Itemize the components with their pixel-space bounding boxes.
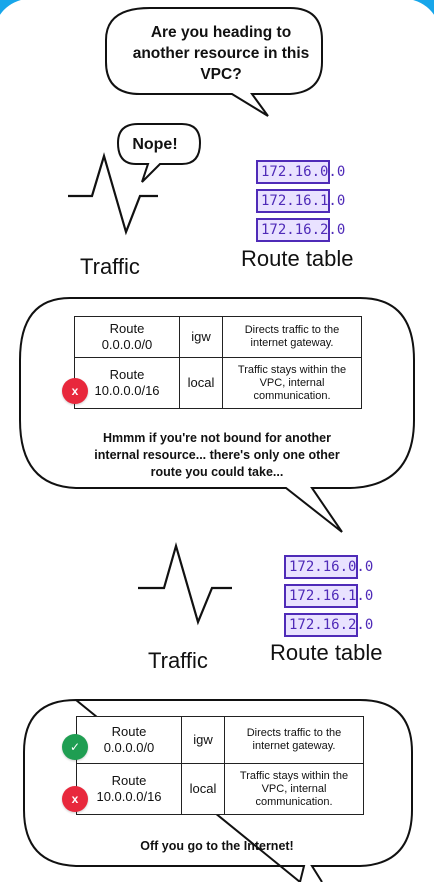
traffic-waveform-1 xyxy=(68,152,158,236)
description-cell: Directs traffic to the internet gateway. xyxy=(224,716,364,764)
ip-entry: 172.16.1.0 xyxy=(256,189,345,213)
corner-accent-right xyxy=(413,0,434,15)
target-cell: igw xyxy=(179,316,223,358)
answer-text: Nope! xyxy=(132,136,178,153)
traffic-label-2: Traffic xyxy=(148,648,208,673)
route-table-ips-2: 172.16.0.0 172.16.1.0 172.16.2.0 xyxy=(284,555,373,637)
ip-entry: 172.16.2.0 xyxy=(256,218,345,242)
traffic-waveform-2 xyxy=(138,542,232,626)
ip-entry: 172.16.0.0 xyxy=(284,555,373,579)
traffic-label-1: Traffic xyxy=(80,254,140,279)
description-cell: Traffic stays within the VPC, internal c… xyxy=(222,357,362,409)
corner-accent-left xyxy=(0,0,21,15)
target-cell: local xyxy=(179,357,223,409)
route-table-ips-1: 172.16.0.0 172.16.1.0 172.16.2.0 xyxy=(256,160,345,242)
route-table-label-1: Route table xyxy=(241,246,354,271)
x-icon: x xyxy=(62,786,88,812)
description-cell: Traffic stays within the VPC, internal c… xyxy=(224,763,364,815)
route-table-label-2: Route table xyxy=(270,640,383,665)
x-icon: x xyxy=(62,378,88,404)
check-icon: ✓ xyxy=(62,734,88,760)
route-message-1: Hmmm if you're not bound for another int… xyxy=(94,431,340,479)
route-message-2: Off you go to the Internet! xyxy=(140,839,294,853)
description-cell: Directs traffic to the internet gateway. xyxy=(222,316,362,358)
ip-entry: 172.16.1.0 xyxy=(284,584,373,608)
question-text: Are you heading to another resource in t… xyxy=(132,24,310,83)
ip-entry: 172.16.2.0 xyxy=(284,613,373,637)
target-cell: igw xyxy=(181,716,225,764)
ip-entry: 172.16.0.0 xyxy=(256,160,345,184)
target-cell: local xyxy=(181,763,225,815)
